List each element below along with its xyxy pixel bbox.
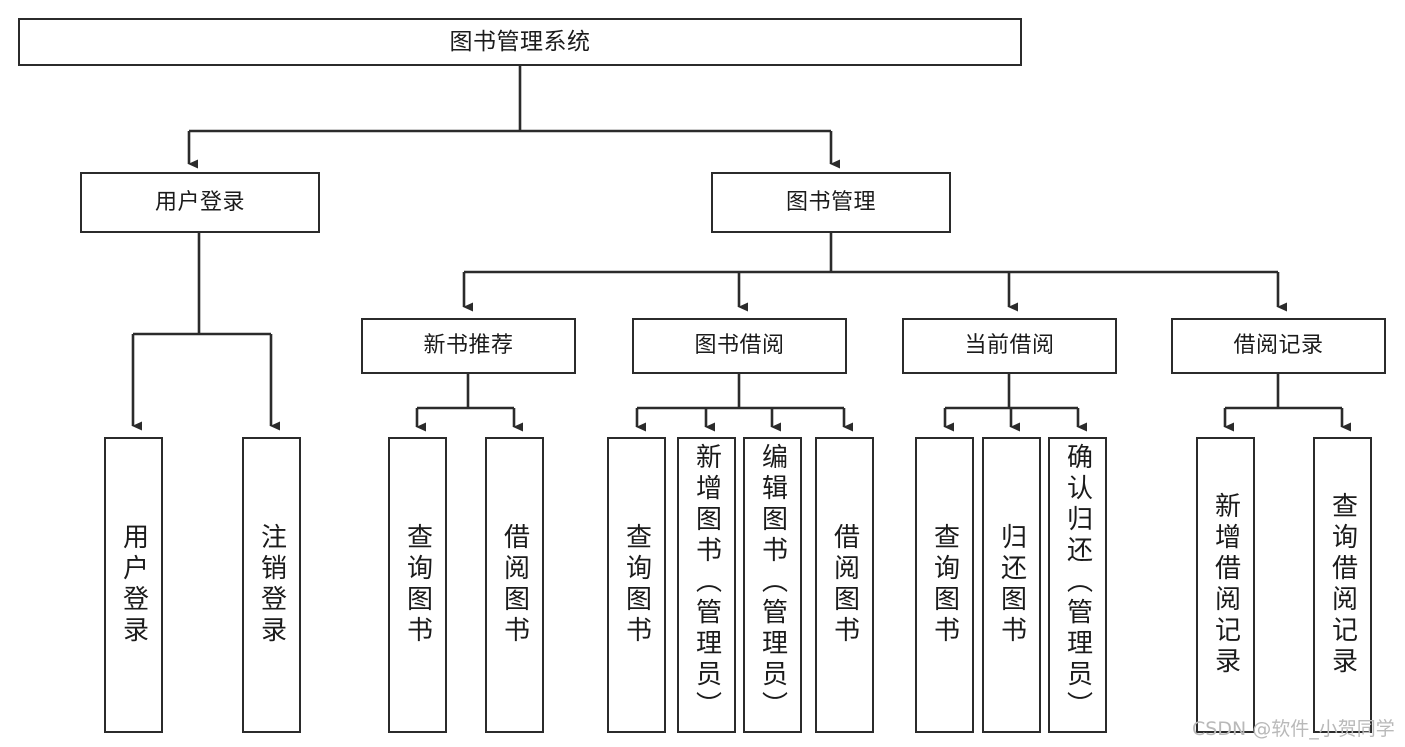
node-label: 用户登录 (118, 523, 149, 647)
node-label: 借阅图书 (829, 523, 860, 647)
leaf-borrow-book[interactable]: 借阅图书 (815, 437, 874, 733)
node-label: 归还图书 (996, 523, 1027, 647)
node-label: 确认归还（管理员） (1062, 443, 1093, 722)
node-label: 新增图书（管理员） (691, 443, 722, 722)
node-root-system[interactable]: 图书管理系统 (18, 18, 1022, 66)
leaf-query-book-recommend[interactable]: 查询图书 (388, 437, 447, 733)
node-current-borrow[interactable]: 当前借阅 (902, 318, 1117, 374)
leaf-logout[interactable]: 注销登录 (242, 437, 301, 733)
leaf-add-book[interactable]: 新增图书（管理员） (677, 437, 736, 733)
node-label: 新书推荐 (423, 333, 514, 358)
node-label: 注销登录 (256, 523, 287, 647)
leaf-user-login[interactable]: 用户登录 (104, 437, 163, 733)
node-label: 查询借阅记录 (1327, 492, 1358, 678)
leaf-borrow-book-recommend[interactable]: 借阅图书 (485, 437, 544, 733)
node-label: 图书管理 (785, 189, 876, 215)
leaf-confirm-return[interactable]: 确认归还（管理员） (1048, 437, 1107, 733)
leaf-query-book-borrow[interactable]: 查询图书 (607, 437, 666, 733)
node-label: 查询图书 (621, 523, 652, 647)
leaf-add-borrow-record[interactable]: 新增借阅记录 (1196, 437, 1255, 733)
leaf-query-borrow-record[interactable]: 查询借阅记录 (1313, 437, 1372, 733)
node-new-book-recommend[interactable]: 新书推荐 (361, 318, 576, 374)
csdn-watermark: CSDN @软件_小贺同学 (1192, 718, 1395, 740)
leaf-query-book-current[interactable]: 查询图书 (915, 437, 974, 733)
node-label: 编辑图书（管理员） (757, 443, 788, 722)
node-label: 新增借阅记录 (1210, 492, 1241, 678)
node-label: 借阅记录 (1233, 333, 1324, 358)
node-label: 查询图书 (402, 523, 433, 647)
leaf-return-book[interactable]: 归还图书 (982, 437, 1041, 733)
node-label: 图书管理系统 (449, 28, 591, 55)
node-user-login[interactable]: 用户登录 (80, 172, 320, 233)
node-label: 借阅图书 (499, 523, 530, 647)
node-book-manage[interactable]: 图书管理 (711, 172, 951, 233)
leaf-edit-book[interactable]: 编辑图书（管理员） (743, 437, 802, 733)
node-label: 图书借阅 (694, 333, 785, 358)
node-label: 查询图书 (929, 523, 960, 647)
node-borrow-record[interactable]: 借阅记录 (1171, 318, 1386, 374)
node-book-borrow[interactable]: 图书借阅 (632, 318, 847, 374)
node-label: 用户登录 (154, 189, 245, 215)
node-label: 当前借阅 (964, 333, 1055, 358)
